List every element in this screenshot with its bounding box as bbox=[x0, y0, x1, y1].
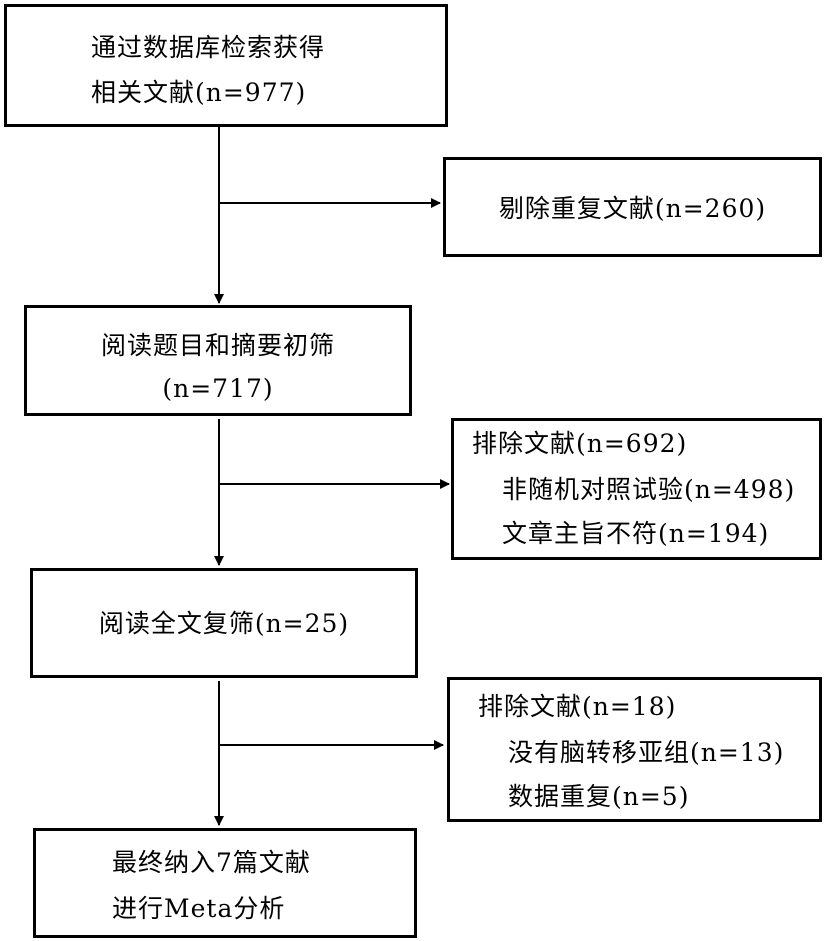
excluded2-item2: 数据重复(n=5) bbox=[508, 782, 690, 811]
duplicates-removed-box: 剔除重复文献(n=260) bbox=[443, 157, 822, 257]
excluded2-item1: 没有脑转移亚组(n=13) bbox=[508, 738, 785, 767]
excluded-records-box-2: 排除文献(n=18) 没有脑转移亚组(n=13) 数据重复(n=5) bbox=[447, 677, 822, 822]
included-line2: 进行Meta分析 bbox=[112, 894, 286, 923]
search-line1: 通过数据库检索获得 bbox=[91, 33, 326, 62]
included-line1: 最终纳入7篇文献 bbox=[112, 848, 311, 877]
title-abstract-screen-box: 阅读题目和摘要初筛 (n=717) bbox=[24, 305, 412, 416]
screen-line2: (n=717) bbox=[162, 374, 274, 403]
excluded2-header: 排除文献(n=18) bbox=[478, 692, 677, 721]
screen-line1: 阅读题目和摘要初筛 bbox=[100, 331, 335, 360]
search-results-box: 通过数据库检索获得 相关文献(n=977) bbox=[4, 4, 448, 127]
excluded1-header: 排除文献(n=692) bbox=[472, 429, 688, 458]
fulltext-text: 阅读全文复筛(n=25) bbox=[98, 609, 350, 638]
excluded1-item1: 非随机对照试验(n=498) bbox=[502, 475, 796, 504]
excluded-records-box-1: 排除文献(n=692) 非随机对照试验(n=498) 文章主旨不符(n=194) bbox=[451, 418, 822, 560]
excluded1-item2: 文章主旨不符(n=194) bbox=[502, 519, 770, 548]
duplicates-text: 剔除重复文献(n=260) bbox=[498, 194, 767, 223]
full-text-screen-box: 阅读全文复筛(n=25) bbox=[30, 568, 418, 678]
search-line2: 相关文献(n=977) bbox=[91, 78, 307, 107]
included-studies-box: 最终纳入7篇文献 进行Meta分析 bbox=[33, 828, 417, 938]
